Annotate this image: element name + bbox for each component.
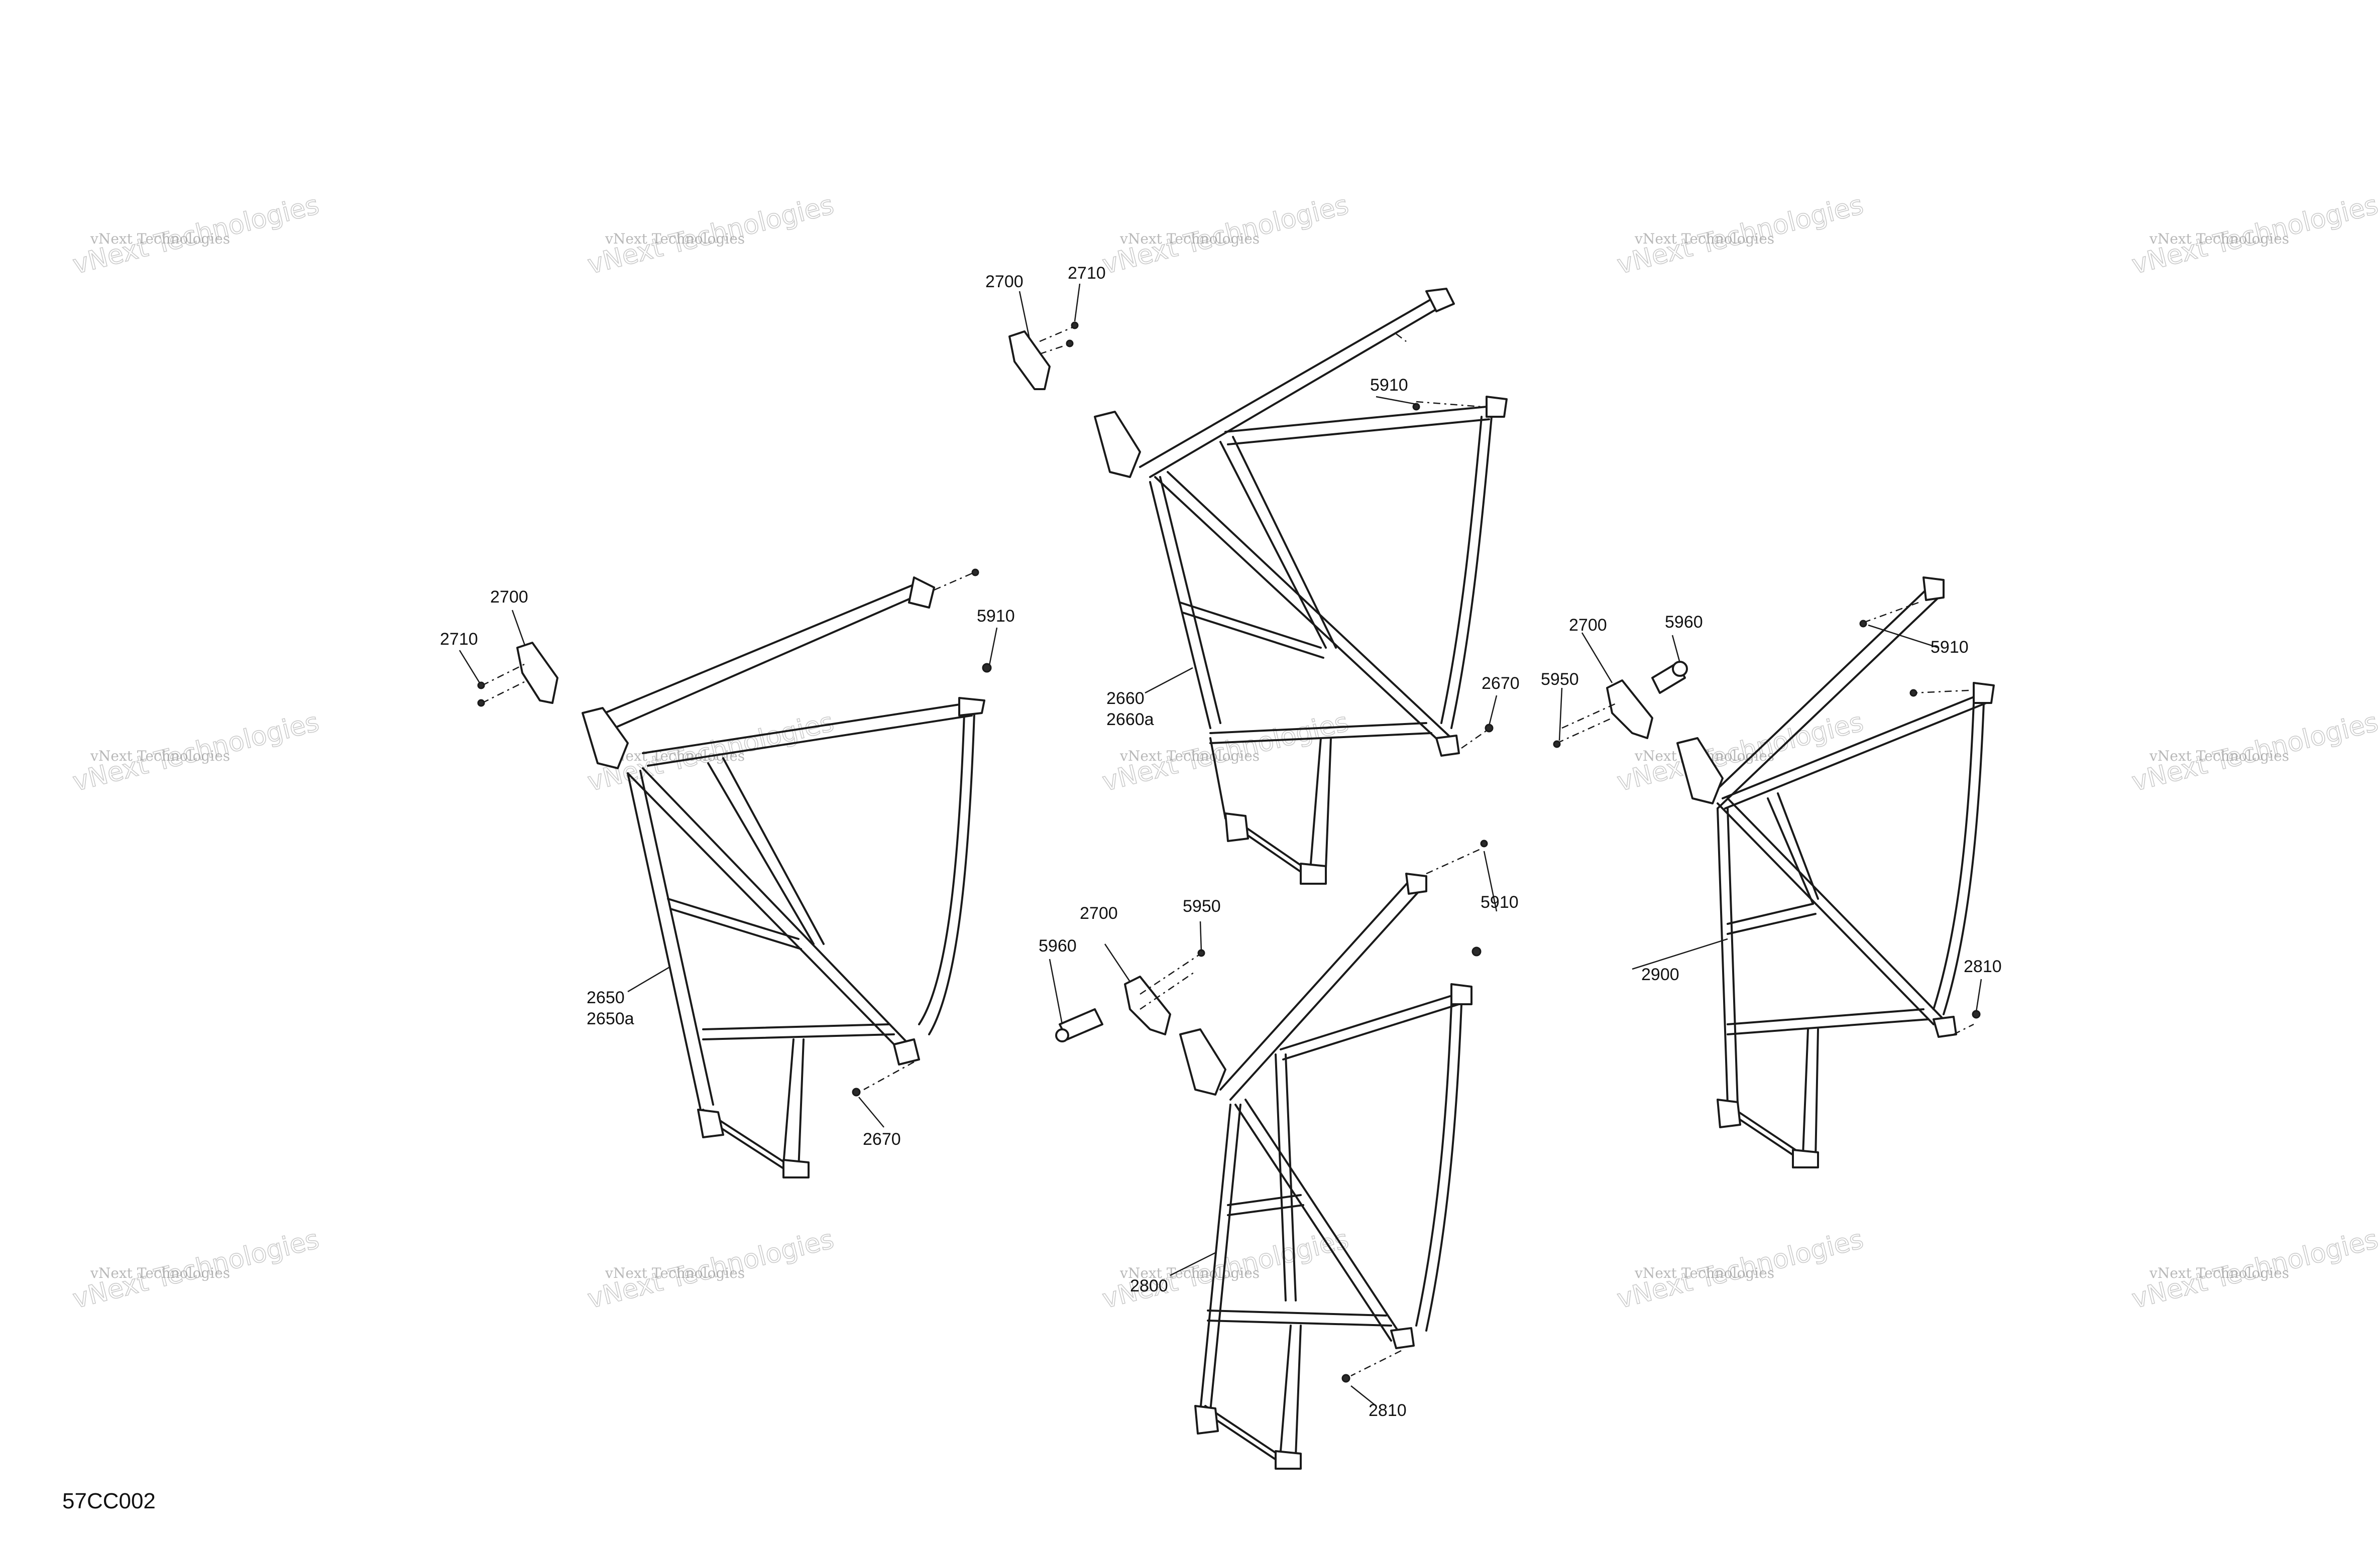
callout-2650: 2650: [587, 988, 625, 1007]
callout-2670-center: 2670: [1482, 674, 1520, 693]
frame-2900: [1676, 576, 1995, 1168]
bracket-2700-left: [477, 642, 558, 707]
svg-text:vNext Technologies: vNext Technologies: [2149, 230, 2289, 247]
callout-2700-top: 2700: [985, 272, 1024, 291]
diagram-reference-code: 57CC002: [62, 1489, 156, 1513]
callout-2670-left: 2670: [863, 1130, 901, 1149]
callout-2700-left: 2700: [490, 587, 528, 607]
callout-5910-bottom: 5910: [1481, 893, 1519, 912]
svg-text:vNext Technologies: vNext Technologies: [90, 748, 230, 764]
frame-2800: [1179, 840, 1488, 1470]
callout-2660: 2660: [1106, 689, 1145, 708]
svg-text:vNext Technologies: vNext Technologies: [1119, 230, 1260, 247]
callout-2900: 2900: [1641, 965, 1679, 984]
callout-2710-left: 2710: [440, 630, 478, 649]
svg-text:vNext Technologies: vNext Technologies: [605, 230, 745, 247]
callout-5960-bottom: 5960: [1039, 936, 1077, 956]
callout-2810-right: 2810: [1964, 957, 2002, 976]
callout-2800: 2800: [1130, 1276, 1168, 1295]
callout-2700-right: 2700: [1569, 616, 1607, 635]
leader-lines: [459, 283, 1982, 1406]
callout-5960-right: 5960: [1665, 613, 1703, 632]
svg-text:vNext Technologies: vNext Technologies: [605, 1265, 745, 1281]
callout-5950-right: 5950: [1541, 670, 1579, 689]
svg-text:vNext Technologies: vNext Technologies: [1634, 1265, 1774, 1281]
callout-5910-center: 5910: [1370, 376, 1408, 395]
svg-text:vNext Technologies: vNext Technologies: [1119, 748, 1260, 764]
callout-5910-left: 5910: [977, 607, 1015, 626]
svg-text:vNext Technologies: vNext Technologies: [1119, 1265, 1260, 1281]
callout-2710-top: 2710: [1068, 264, 1106, 283]
callout-2660a: 2660a: [1106, 710, 1154, 729]
callout-5910-right: 5910: [1931, 638, 1969, 657]
callout-2810-bottom: 2810: [1369, 1401, 1407, 1420]
svg-text:vNext Technologies: vNext Technologies: [90, 1265, 230, 1281]
svg-text:vNext Technologies: vNext Technologies: [2149, 1265, 2289, 1281]
frame-2650: [582, 568, 992, 1178]
bracket-2700-bottom: [1055, 949, 1205, 1042]
bracket-2700-top: [1008, 321, 1079, 390]
callout-labels: 2700 2710 2700 2710 5910 2650 2650a 2670…: [440, 264, 2002, 1420]
frame-2660: [1094, 288, 1508, 885]
callout-2700-bottom: 2700: [1080, 904, 1118, 923]
svg-text:vNext Technologies: vNext Technologies: [1634, 230, 1774, 247]
bracket-2700-right: [1553, 661, 1688, 748]
svg-text:vNext Technologies: vNext Technologies: [90, 230, 230, 247]
svg-text:vNext Technologies: vNext Technologies: [2149, 748, 2289, 764]
callout-2650a: 2650a: [587, 1009, 634, 1028]
callout-5950-bottom: 5950: [1183, 897, 1221, 916]
